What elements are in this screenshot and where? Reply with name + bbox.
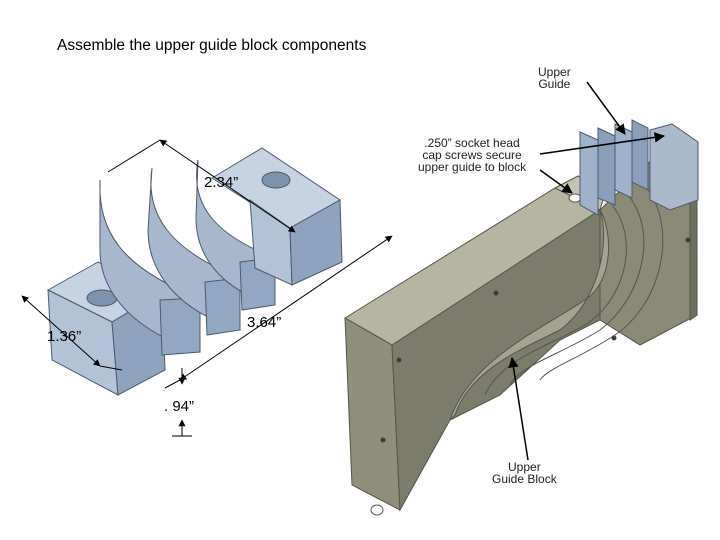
screw-hole-icon [568, 193, 582, 203]
dimension-depth: 1.36” [47, 328, 82, 345]
dimension-lines [21, 139, 393, 437]
exploded-upper-guide [46, 147, 343, 396]
upper-guide-label: Upper Guide [538, 65, 571, 91]
upper-guide-block [344, 133, 698, 516]
upper-guide-fingers [579, 119, 699, 216]
dimension-length: 3.64” [247, 314, 282, 331]
dimension-width: 2.34” [204, 174, 239, 191]
upper-guide-block-label: Upper Guide Block [492, 460, 557, 486]
screws-label: .250” socket head cap screws secure uppe… [418, 136, 527, 174]
bolt-hole-icon [261, 171, 291, 189]
dimension-gap: . 94” [164, 398, 195, 415]
page-title: Assemble the upper guide block component… [57, 37, 367, 54]
leader-arrows [508, 81, 666, 461]
